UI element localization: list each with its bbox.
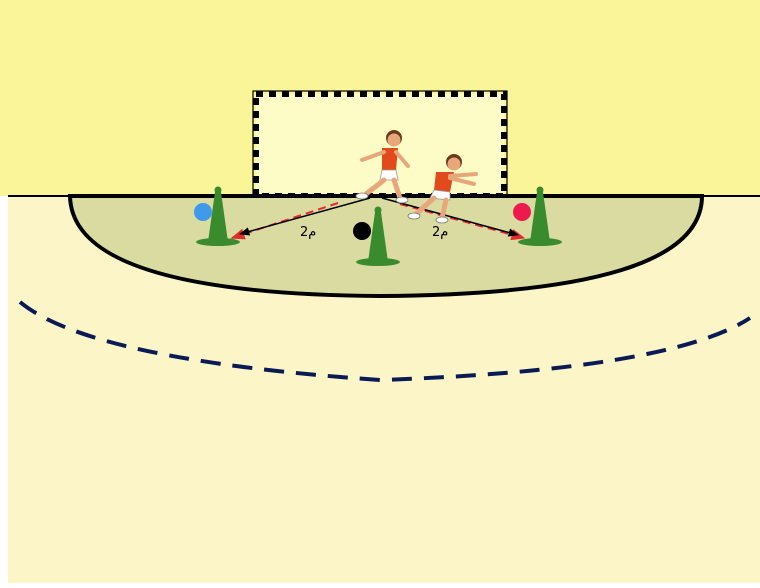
ball-icon [513,203,531,221]
cone-icon [356,206,400,266]
left-black-arrow [238,197,371,236]
ball-icon [194,203,212,221]
player-icon [355,130,410,204]
player-icon [407,154,478,224]
left-distance-label: 2م [300,225,316,240]
right-distance-label: 2م [432,225,448,240]
ball-icon [353,222,371,240]
right-run-arrows [381,197,526,241]
cone-icon [518,186,562,246]
right-black-arrow [381,197,520,237]
cone-icon [196,186,240,246]
free-throw-line [18,300,752,383]
left-run-arrows [230,197,371,240]
right-red-arrow [399,203,526,241]
